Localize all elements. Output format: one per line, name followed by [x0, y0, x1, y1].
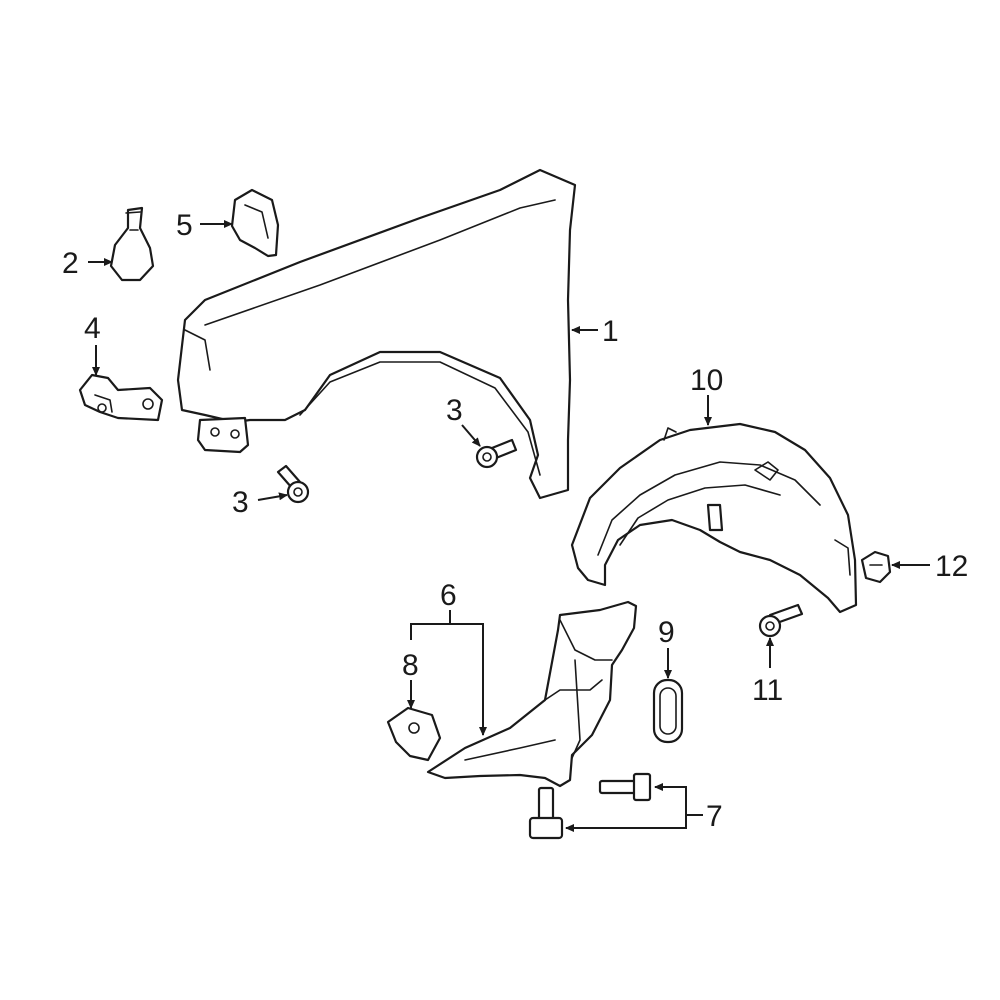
callout-8: 8: [402, 649, 419, 682]
leader-6-bracket: [410, 623, 487, 736]
bolt-part-3a[interactable]: [276, 464, 310, 504]
callout-12: 12: [935, 550, 968, 583]
leader-7-lower: [565, 812, 687, 832]
leader-lines: [88, 220, 930, 832]
leader-3b: [461, 424, 481, 447]
callout-3b: 3: [446, 394, 463, 427]
callout-7: 7: [706, 800, 723, 833]
mount-bracket-part[interactable]: [78, 373, 164, 422]
splash-shield-part[interactable]: [426, 600, 638, 788]
leader-7-upper: [654, 783, 687, 817]
bracket-part[interactable]: [230, 188, 280, 258]
screw-part[interactable]: [758, 603, 804, 638]
callout-10: 10: [690, 364, 723, 397]
callout-labels: 1 2 5 4 3 3 10 12 11 9 8 6 7: [62, 209, 968, 833]
callout-11: 11: [752, 674, 783, 707]
callout-3a: 3: [232, 486, 249, 519]
callout-5: 5: [176, 209, 193, 242]
callout-9: 9: [658, 616, 675, 649]
bolt-part-7b[interactable]: [528, 786, 564, 840]
callout-4: 4: [84, 312, 101, 345]
bolt-part-7a[interactable]: [598, 772, 652, 802]
clip-part[interactable]: [860, 550, 892, 584]
nut-clip-part[interactable]: [386, 706, 442, 762]
leader-3a: [257, 492, 288, 501]
callout-2: 2: [62, 247, 79, 280]
seal-part[interactable]: [652, 678, 684, 744]
callout-1: 1: [602, 315, 619, 348]
callout-6: 6: [440, 579, 457, 612]
bolt-part-3b[interactable]: [475, 438, 518, 469]
fender-part[interactable]: [176, 168, 577, 500]
fender-liner-part[interactable]: [570, 422, 858, 614]
cable-tie-part[interactable]: [109, 206, 155, 282]
